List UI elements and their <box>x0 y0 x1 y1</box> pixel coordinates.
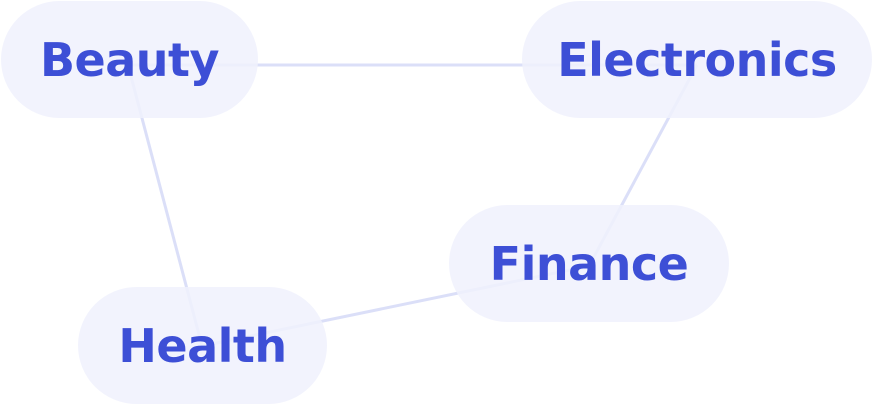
node-label-health: Health <box>118 318 287 373</box>
node-label-beauty: Beauty <box>39 32 220 87</box>
node-label-electronics: Electronics <box>557 32 837 87</box>
node-finance: Finance <box>449 205 729 322</box>
node-electronics: Electronics <box>522 1 872 118</box>
node-health: Health <box>78 287 327 404</box>
node-beauty: Beauty <box>1 1 258 118</box>
node-label-finance: Finance <box>489 236 689 291</box>
